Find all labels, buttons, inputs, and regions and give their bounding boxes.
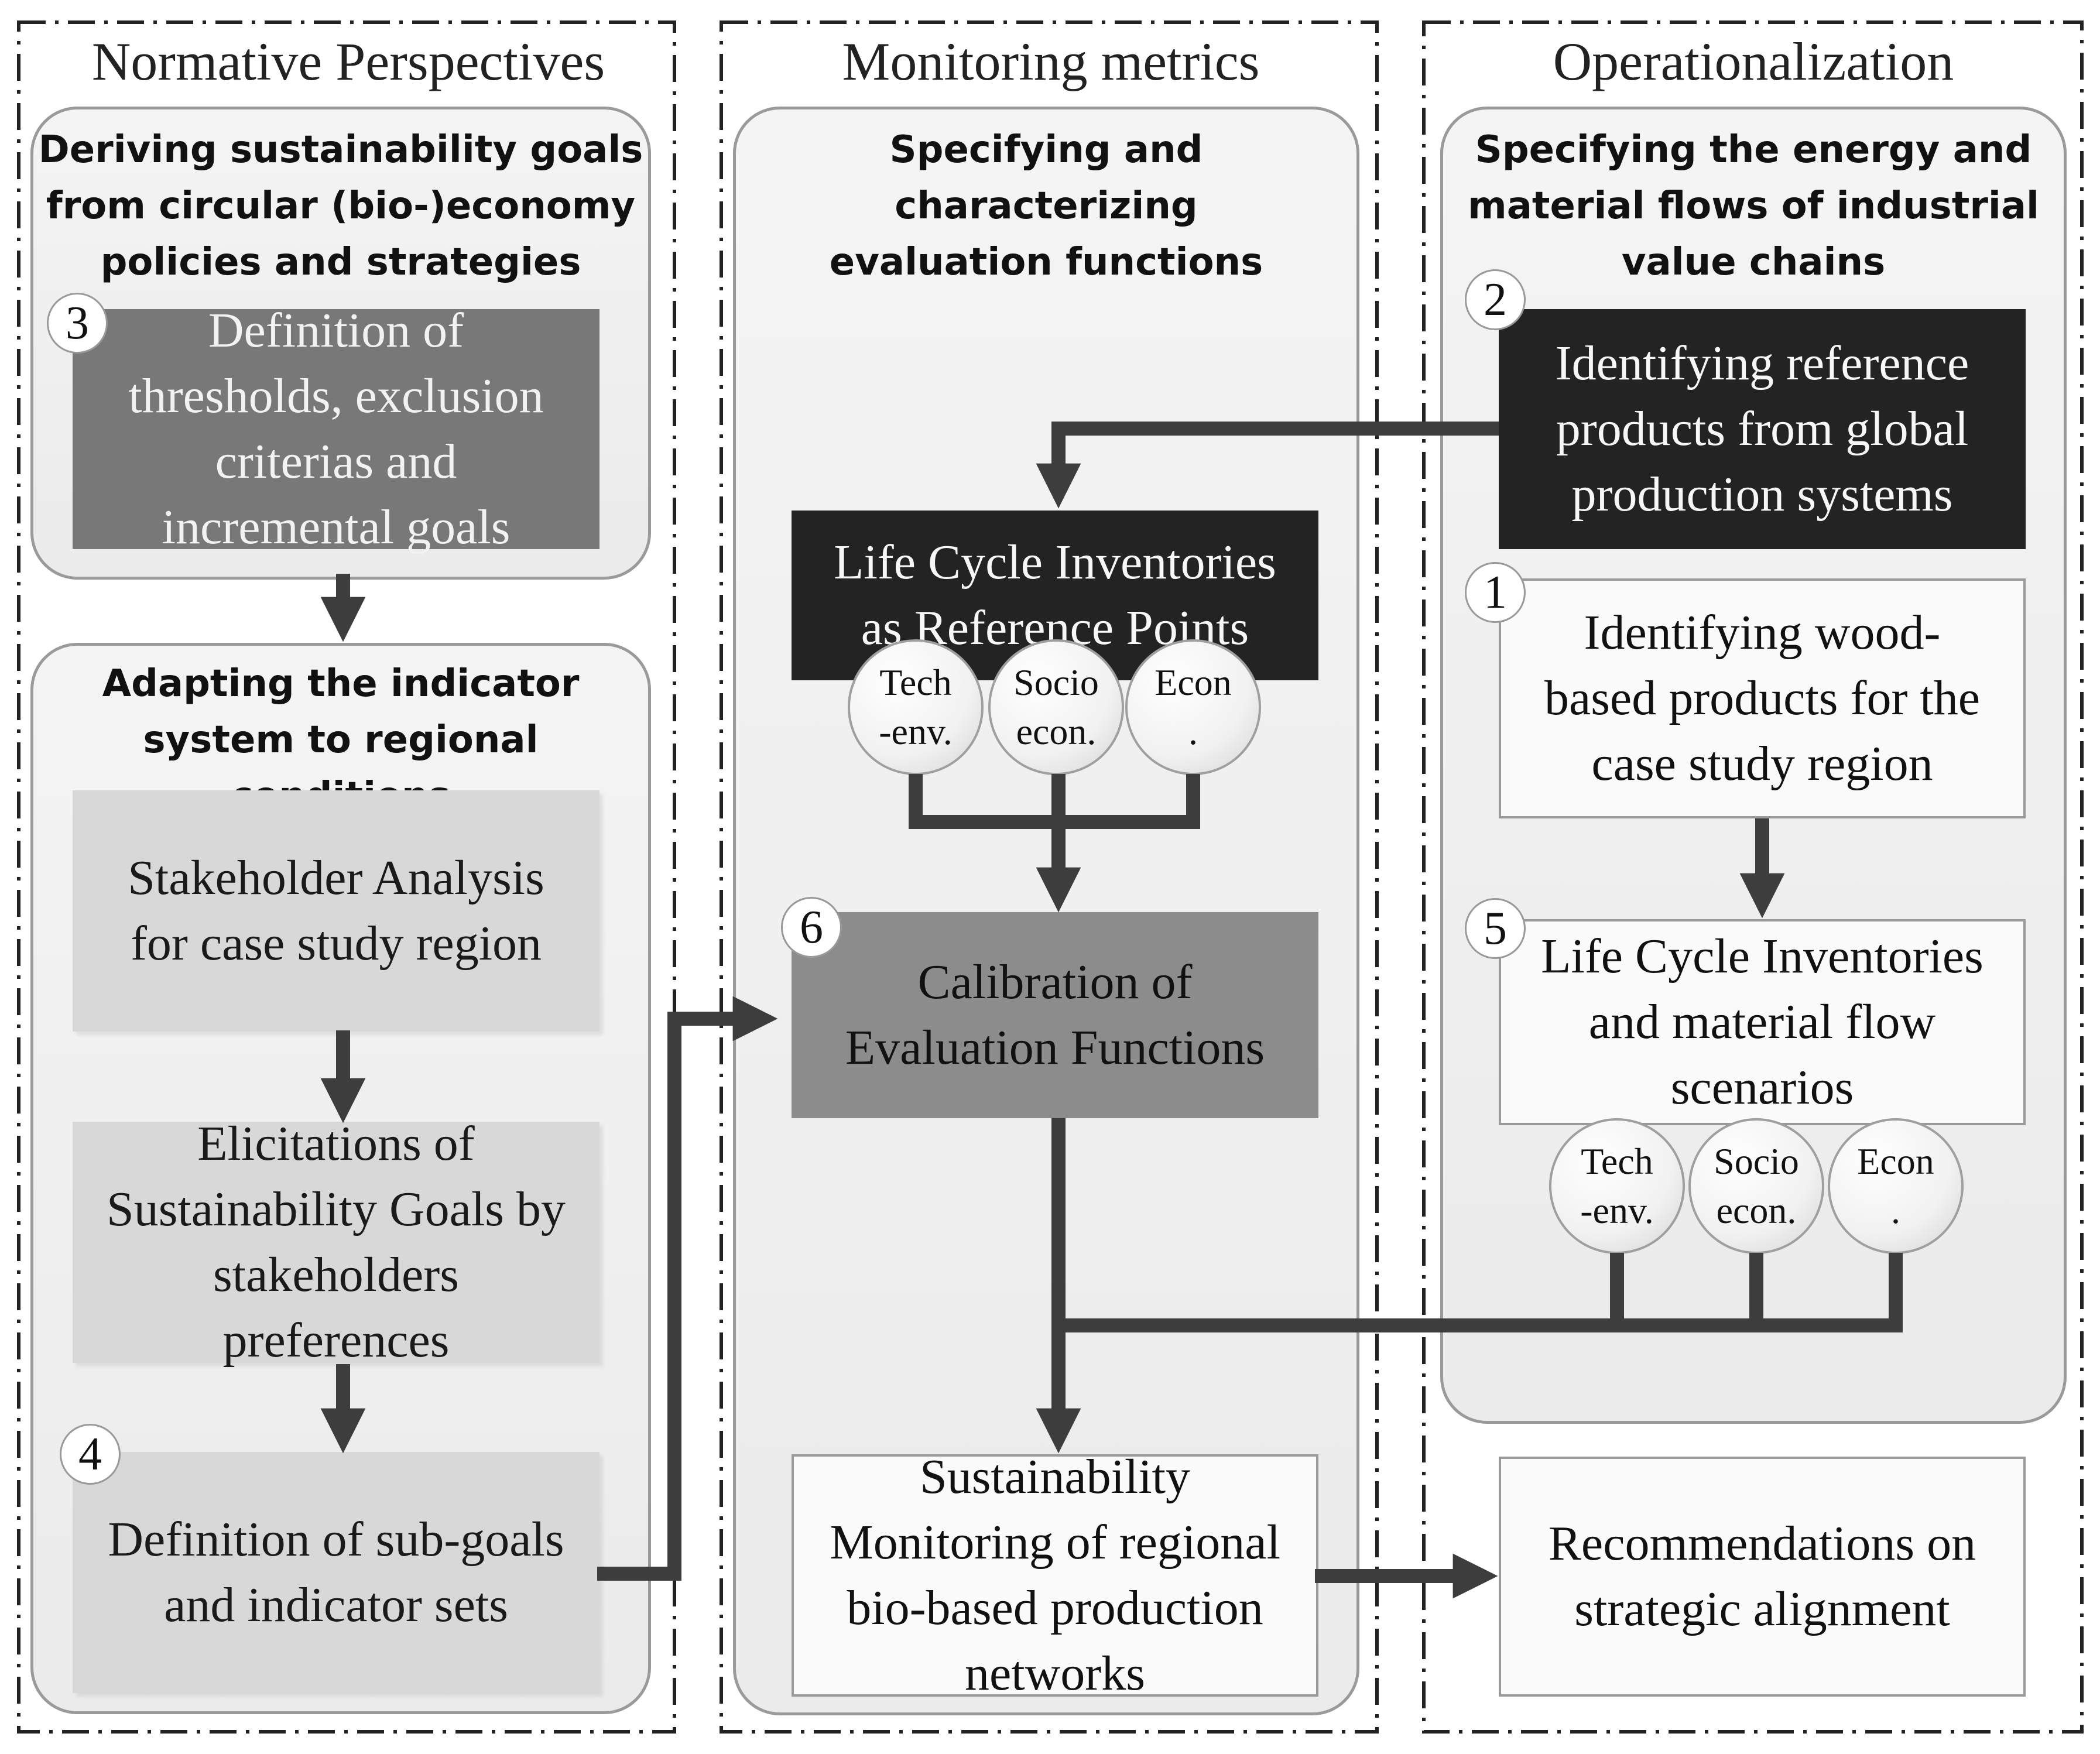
right-circle-socio-econ: Socio econ. xyxy=(1688,1118,1824,1254)
step-badge-3: 3 xyxy=(47,293,108,354)
step-badge-5: 5 xyxy=(1465,898,1526,959)
mid-circle-econ-label: Econ . xyxy=(1155,662,1232,752)
lci-scenarios-label: Life Cycle Inventories and material flow… xyxy=(1541,929,1983,1115)
column-title-operationalization: Operationalization xyxy=(1553,32,1954,91)
wood-products-box: Identifying wood- based products for the… xyxy=(1499,578,2026,818)
step-badge-1: 1 xyxy=(1465,562,1526,623)
mid-circle-socio-econ-label: Socio econ. xyxy=(1013,662,1099,752)
wood-products-label: Identifying wood- based products for the… xyxy=(1544,605,1981,791)
panel-deriving-goals-heading: Deriving sustainability goals from circu… xyxy=(38,128,643,284)
mid-circle-tech-env-label: Tech -env. xyxy=(879,662,953,752)
right-circle-econ: Econ . xyxy=(1828,1118,1964,1254)
subgoals-box: Definition of sub-goals and indicator se… xyxy=(73,1452,599,1693)
calibration-box: Calibration of Evaluation Functions xyxy=(792,912,1318,1118)
reference-products-box: Identifying reference products from glob… xyxy=(1499,309,2026,549)
step-badge-6: 6 xyxy=(781,897,842,958)
arrow-subgoals-to-calibration xyxy=(597,996,778,1581)
mid-circle-econ: Econ . xyxy=(1125,639,1261,775)
column-title-normative: Normative Perspectives xyxy=(91,32,605,91)
recommendations-label: Recommendations on strategic alignment xyxy=(1548,1516,1976,1636)
step-badge-4: 4 xyxy=(60,1424,121,1485)
lci-reference-label: Life Cycle Inventories as Reference Poin… xyxy=(834,535,1276,655)
sustainability-monitoring-label: Sustainability Monitoring of regional bi… xyxy=(830,1450,1280,1701)
right-circle-socio-econ-label: Socio econ. xyxy=(1714,1140,1799,1231)
calibration-label: Calibration of Evaluation Functions xyxy=(845,955,1265,1075)
stakeholder-analysis-label: Stakeholder Analysis for case study regi… xyxy=(128,851,544,971)
elicitations-label: Elicitations of Sustainability Goals by … xyxy=(107,1116,566,1368)
mid-circle-tech-env: Tech -env. xyxy=(848,639,984,775)
right-circle-econ-label: Econ . xyxy=(1857,1140,1934,1231)
recommendations-box: Recommendations on strategic alignment xyxy=(1499,1457,2026,1697)
right-circle-tech-env-label: Tech -env. xyxy=(1580,1140,1654,1231)
connector-right-circles xyxy=(1058,1253,1903,1332)
sustainability-monitoring-box: Sustainability Monitoring of regional bi… xyxy=(792,1450,1318,1701)
column-title-monitoring: Monitoring metrics xyxy=(842,32,1260,91)
panel-evaluation-functions-heading: Specifying and characterizing evaluation… xyxy=(829,128,1263,284)
subgoals-label: Definition of sub-goals and indicator se… xyxy=(108,1512,564,1632)
reference-products-label: Identifying reference products from glob… xyxy=(1555,336,1969,522)
arrow-refproducts-to-lci xyxy=(1036,422,1499,509)
stakeholder-analysis-box: Stakeholder Analysis for case study regi… xyxy=(73,790,599,1032)
panel-energy-material-flows-heading: Specifying the energy and material flows… xyxy=(1468,128,2039,284)
thresholds-box: Definition of thresholds, exclusion crit… xyxy=(73,303,599,554)
mid-circle-socio-econ: Socio econ. xyxy=(988,639,1124,775)
step-badge-2: 2 xyxy=(1465,269,1526,330)
elicitations-box: Elicitations of Sustainability Goals by … xyxy=(73,1116,599,1368)
right-circle-tech-env: Tech -env. xyxy=(1549,1118,1685,1254)
thresholds-box-label: Definition of thresholds, exclusion crit… xyxy=(128,303,544,554)
lci-scenarios-box: Life Cycle Inventories and material flow… xyxy=(1499,919,2026,1125)
